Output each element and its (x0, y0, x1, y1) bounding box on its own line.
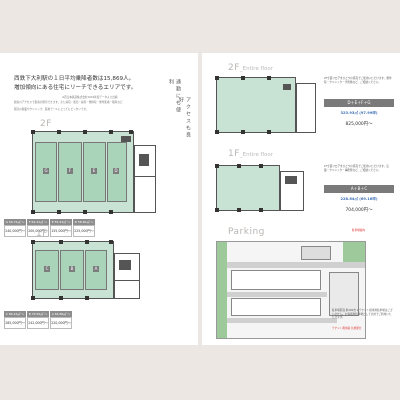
unit-a-tag: A (93, 266, 99, 272)
left-brochure-page: 西鉄下大利駅の１日平均乗降者数は15,869人。 増加傾向にある住宅にリーチでき… (0, 53, 198, 345)
parking-title: Parking (228, 227, 265, 237)
price-val-g: 240,000円〜 (4, 225, 26, 237)
floor-2-entire-title: 2F_Entire floor (228, 63, 274, 73)
price-val-f: 200,000円〜 (27, 225, 49, 237)
floor-2-label: 2F (40, 119, 52, 129)
price-val-d: 225,000円〜 (73, 225, 95, 237)
floor-1-core (114, 253, 140, 299)
floor-1-entire-title: 1F_Entire floor (228, 149, 274, 159)
floor-1-entire-note: 1F全面フロアをひとつの区画でご使用いただけます。店舗・クリニック・事務所など、… (324, 165, 389, 172)
floor-2-price-table: G 56.72㎡ 〜240,000円〜 F 62.41㎡ 〜200,000円〜 … (4, 219, 96, 237)
floor-1-entire-plan[interactable] (215, 164, 280, 212)
floor-2-plan[interactable]: G F E D (31, 130, 134, 214)
small-description-1: 駅前のアクセスで集客が期待できます。また病院・薬局・歯科・整体院・整骨医療・眼科… (14, 101, 123, 104)
unit-f-tag: F (67, 168, 73, 174)
unit-g-tag: G (43, 168, 49, 174)
intro-text: 西鉄下大利駅の１日平均乗降者数は15,869人。 増加傾向にある住宅にリーチでき… (14, 75, 164, 93)
right-brochure-page: 2F_Entire floor 2F全面フロアをひとつの区画でご使用いただけます… (202, 53, 400, 345)
floor-2-core (134, 145, 156, 213)
floor-2-price: 825,000円〜 (345, 122, 373, 127)
unit-b[interactable] (60, 250, 84, 290)
price-val-a: 220,000円〜 (50, 317, 72, 329)
floor-2-entire-plan[interactable] (215, 76, 296, 134)
intro-note: ※西日本鉄道株式会社2019年度データより出典 (62, 96, 118, 99)
floor-1-plan[interactable]: C B A (31, 240, 114, 300)
price-head-e: E 55.93㎡ 〜 (50, 219, 72, 225)
price-head-g: G 56.72㎡ 〜 (4, 219, 26, 225)
small-description-2: 医院の開業やクリニック、医療モールにとってもピッタリです。 (14, 108, 89, 111)
floor-1-combo: A＋B＋C (324, 185, 394, 193)
unit-d-tag: D (113, 168, 119, 174)
vertical-text-access: アクセスも良好 (178, 97, 191, 139)
floor-2-combo: D＋E＋F＋G (324, 99, 394, 107)
floor-1-price: 704,000円〜 (345, 208, 373, 213)
parking-map[interactable] (216, 241, 366, 339)
unit-c-tag: C (44, 266, 50, 272)
unit-e-tag: E (91, 168, 97, 174)
parking-legend-title: 駐車場案内 (352, 229, 365, 232)
price-head-d: D 58.60㎡ 〜 (73, 219, 95, 225)
floor-1-price-table: C 86.24㎡ 〜285,000円〜 B 76.50㎡ 〜242,000円〜 … (4, 311, 73, 329)
price-val-e: 155,000円〜 (50, 225, 72, 237)
intro-line-2: 増加傾向にある住宅にリーチできるエリアです。 (14, 85, 137, 91)
floor-2-entire-note: 2F全面フロアをひとつの区画でご使用いただけます。整骨院・クリニック・学習塾など… (324, 77, 392, 84)
parking-legend: 駐車場区画 約180台 ※テナント様専用駐車場はございません。お客様用駐車場とし… (332, 309, 393, 319)
parking-note: テナント利用者 共用部分 (332, 327, 362, 330)
price-head-a: A 64.86㎡ 〜 (50, 311, 72, 317)
price-head-b: B 76.50㎡ 〜 (27, 311, 49, 317)
floor-2-area: 323.93㎡ (97.99坪) (340, 111, 378, 115)
price-val-b: 242,000円〜 (27, 317, 49, 329)
intro-line-1: 西鉄下大利駅の１日平均乗降者数は15,869人。 (14, 76, 135, 82)
price-head-f: F 62.41㎡ 〜 (27, 219, 49, 225)
vertical-text-commute: 通勤にも便利 (168, 79, 181, 114)
price-val-c: 285,000円〜 (4, 317, 26, 329)
floor-1-label: 1F (36, 229, 48, 239)
price-head-c: C 86.24㎡ 〜 (4, 311, 26, 317)
unit-b-tag: B (69, 266, 75, 272)
floor-1-area: 228.64㎡ (69.16坪) (340, 197, 378, 201)
